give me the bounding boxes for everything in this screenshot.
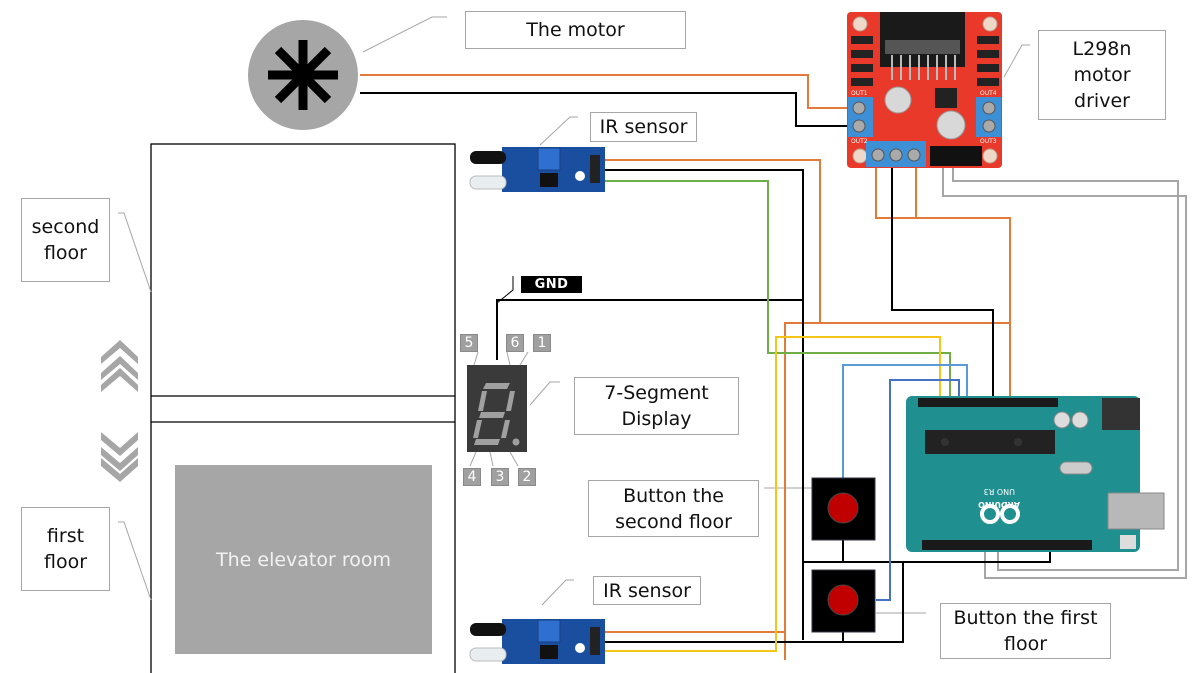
arduino-logo-icon (980, 504, 1020, 524)
gnd-tag: GND (521, 276, 582, 293)
wire-driver-power-loop (875, 168, 917, 219)
wire-motor-orange (360, 74, 850, 109)
usb-port (1107, 492, 1165, 530)
wire-vcc-bus (784, 322, 1010, 660)
arduino-model-label: UNO R3 (984, 487, 1015, 496)
capacitor (884, 86, 912, 114)
ir-sensor-top-label: IR sensor (590, 112, 697, 142)
out2-label: OUT2 (851, 138, 868, 145)
callout-first-floor (118, 521, 152, 601)
wire-btn1-signal (876, 379, 960, 601)
callout-gnd (496, 276, 514, 304)
ir-receiver (469, 175, 507, 190)
wire-ir-top-signal (605, 180, 951, 400)
power-wires (360, 74, 1011, 660)
button-second-floor[interactable] (811, 477, 876, 541)
first-floor-label: first floor (21, 507, 110, 591)
wire-btn2-signal (842, 364, 968, 478)
power-jack (1102, 398, 1140, 430)
segment-pin-3: 3 (491, 468, 509, 486)
seven-segment-display (467, 351, 529, 467)
l298n-driver: OUT1 OUT2 OUT3 OUT4 (847, 12, 1002, 168)
ir-receiver (469, 647, 507, 662)
elevator-shaft (150, 143, 456, 673)
wire-ir-bottom-signal (605, 336, 941, 652)
up-arrows-icon (101, 340, 138, 392)
arduino-digital-header (922, 540, 1092, 550)
arduino-uno: UNO R3 ARDUINO (906, 396, 1165, 552)
segment-pin-4: 4 (463, 468, 481, 486)
driver-label: L298n motor driver (1038, 30, 1166, 120)
callout-ir-bottom (541, 579, 574, 606)
out4-label: OUT4 (980, 90, 997, 97)
elevator-room-label: The elevator room (216, 548, 391, 571)
shaft-outline (150, 143, 456, 673)
ir-sensor-top (469, 147, 605, 192)
wire-gnd-bus (803, 552, 1051, 563)
callout-motor (362, 16, 447, 53)
segment-pin-1: 1 (533, 334, 551, 352)
wire-7seg-gnd (496, 299, 803, 360)
ir-emitter (470, 151, 506, 164)
segment-pin-6: 6 (506, 334, 524, 352)
segment-pin-5: 5 (460, 334, 478, 352)
down-arrows-icon (101, 432, 138, 482)
motor-label: The motor (465, 11, 686, 49)
out1-label: OUT1 (851, 90, 868, 97)
callout-7seg (529, 381, 560, 406)
second-floor-label: second floor (21, 198, 110, 282)
button-first-floor-label: Button the first floor (940, 603, 1111, 659)
driver-heatsink (880, 12, 965, 67)
button-cap[interactable] (827, 492, 859, 524)
arduino-analog-power-header (918, 398, 1058, 407)
callout-second-floor (118, 212, 152, 293)
wire-motor-black (360, 92, 850, 127)
ir-sensor-bottom (469, 619, 605, 664)
wire-gray-in2 (942, 165, 1187, 579)
callout-driver (1003, 44, 1030, 78)
wire-driver-to-arduino-5v (916, 217, 1011, 400)
callout-lines (118, 16, 1030, 614)
asterisk-icon (268, 40, 338, 110)
elevator-room (175, 465, 432, 654)
wire-gray-in1 (952, 165, 1179, 571)
button-cap[interactable] (827, 584, 859, 616)
wire-ir-top-vcc (605, 159, 821, 323)
callout-ir-top (539, 116, 578, 146)
motor (248, 20, 358, 130)
arduino-brand-label: ARDUINO (978, 500, 1020, 509)
wire-btn1-gnd (842, 562, 904, 643)
wire-driver-gnd (891, 168, 994, 400)
button-second-floor-label: Button the second floor (588, 480, 759, 537)
ground-wires (360, 92, 1051, 643)
driver-header (930, 146, 982, 166)
ir-sensor-bottom-label: IR sensor (593, 576, 701, 605)
segment-digit-eight (473, 383, 520, 446)
capacitor (936, 110, 966, 140)
button-first-floor[interactable] (811, 569, 876, 633)
out3-label: OUT3 (980, 138, 997, 145)
ir-emitter (470, 623, 506, 636)
display-body (467, 365, 527, 452)
segment-pin-2: 2 (518, 468, 536, 486)
seven-segment-label: 7-Segment Display (574, 377, 739, 435)
control-wires (942, 165, 1187, 579)
wire-ir-top-gnd (605, 169, 804, 640)
